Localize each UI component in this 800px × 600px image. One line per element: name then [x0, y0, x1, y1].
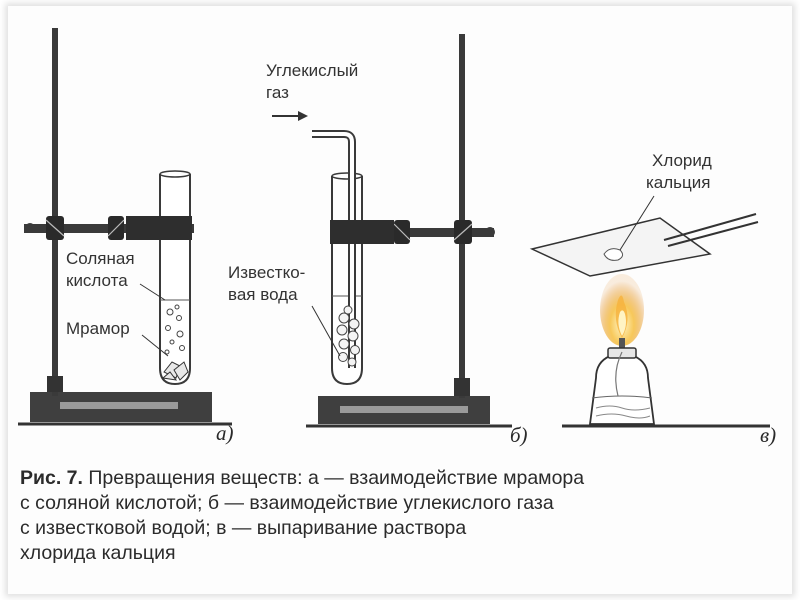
label-calcium-chloride-2: кальция — [646, 173, 710, 192]
panel-label-b: б) — [510, 423, 528, 447]
marble-pieces — [161, 361, 189, 381]
calcium-chloride-residue — [603, 248, 624, 261]
caption-line-3: с известковой водой; в — выпаривание рас… — [20, 517, 467, 539]
stand-rod-b — [459, 34, 465, 398]
panel-label-c: в) — [760, 423, 776, 447]
apparatus-b: Углекислый газ Известко- вая вода б) — [228, 34, 528, 447]
spirit-lamp — [588, 355, 656, 425]
label-lime-water-2: вая вода — [228, 285, 298, 304]
figure-number: Рис. 7. — [20, 467, 83, 489]
bubbles-a — [164, 304, 185, 355]
label-carbon-dioxide-2: газ — [266, 83, 289, 102]
caption-line-4: хлорида кальция — [20, 542, 176, 564]
label-hydrochloric-acid-1: Соляная — [66, 249, 135, 268]
evaporating-plate — [529, 217, 712, 277]
label-lime-water-1: Известко- — [228, 263, 305, 282]
label-carbon-dioxide-1: Углекислый — [266, 61, 358, 80]
apparatus-a: Соляная кислота Мрамор а) — [18, 28, 234, 445]
tongs — [663, 213, 759, 247]
label-marble: Мрамор — [66, 319, 130, 338]
label-hydrochloric-acid-2: кислота — [66, 271, 128, 290]
bubbles-b — [336, 305, 360, 367]
apparatus-c: Хлорид кальция в) — [529, 151, 776, 447]
label-calcium-chloride-1: Хлорид — [652, 151, 712, 170]
figure-frame — [8, 6, 792, 594]
test-tube-a — [159, 174, 191, 386]
burner-flame — [600, 274, 644, 346]
caption-line-2: с соляной кислотой; б — взаимодействие у… — [20, 492, 554, 514]
caption-line-1: Рис. 7. Превращения веществ: а — взаимод… — [20, 466, 780, 491]
caption-text-1: Превращения веществ: а — взаимодействие … — [88, 467, 585, 489]
panel-label-a: а) — [216, 421, 234, 445]
stand-rod-a — [52, 28, 58, 396]
figure-caption: Рис. 7. Превращения веществ: а — взаимод… — [20, 466, 780, 566]
